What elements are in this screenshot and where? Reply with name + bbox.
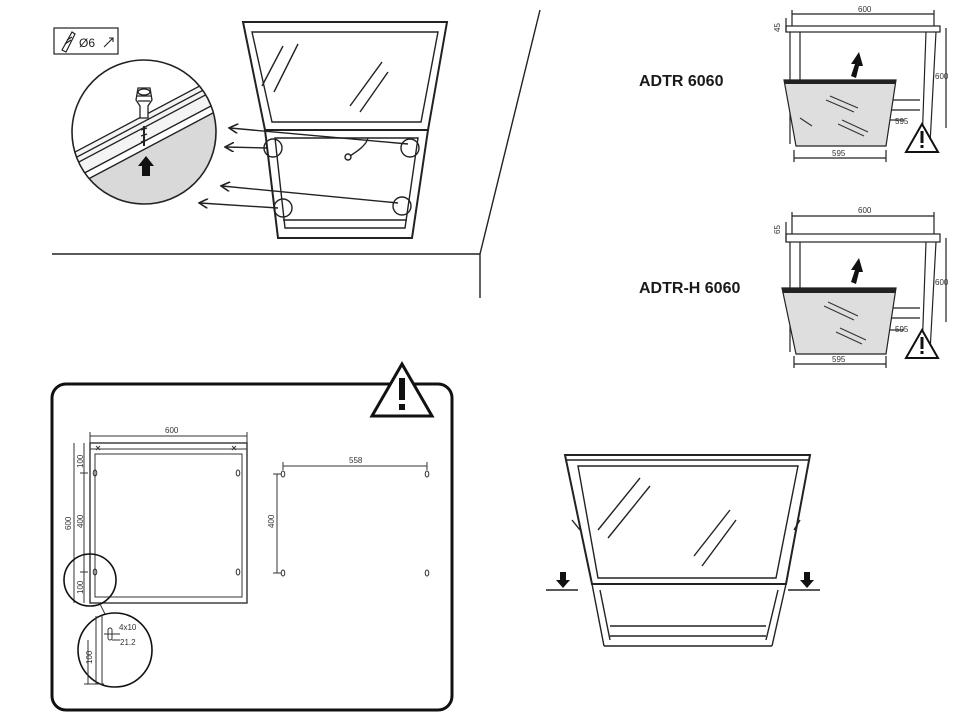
warning-icon (904, 327, 940, 359)
model-name: ADTR-H 6060 (639, 280, 740, 297)
model-adtr-6060: ADTR 6060 600 45 (639, 5, 949, 162)
arrow-up-right-icon (103, 37, 114, 48)
drill-bit-icon (61, 31, 76, 53)
pointer-arrow (222, 186, 399, 204)
drilling-template-panel: 600 600 100 400 100 558 400 4x10 21.2 10… (50, 360, 454, 712)
template-middle-span: 400 (76, 514, 85, 528)
detail-offset: 21.2 (120, 638, 136, 647)
drill-badge: Ø6 (53, 27, 119, 55)
dim-frame-height: 65 (773, 225, 782, 234)
model-adtr-h-6060: ADTR-H 6060 600 65 600 595 595 (639, 206, 949, 368)
hatch-frame (241, 21, 449, 239)
arrow-down-icon (800, 572, 814, 588)
dim-panel-side: 595 (895, 117, 909, 126)
detail-slot-size: 4x10 (119, 623, 137, 632)
dim-panel-side: 595 (895, 325, 909, 334)
fixing-point-circle (400, 138, 420, 158)
hole-spacing-x: 558 (349, 456, 363, 465)
arrow-up-icon (851, 258, 863, 284)
dim-panel-width: 595 (832, 355, 846, 364)
warning-icon (904, 121, 940, 153)
template-height: 600 (64, 516, 73, 530)
pointer-arrow (230, 128, 409, 145)
template-top-offset: 100 (76, 454, 85, 468)
pointer-arrow (226, 147, 269, 148)
template-bottom-offset: 100 (76, 580, 85, 594)
drill-diameter-label: Ø6 (79, 36, 95, 50)
model-name: ADTR 6060 (639, 73, 724, 90)
dim-width: 600 (858, 5, 872, 14)
detail-height: 100 (85, 650, 94, 664)
template-width: 600 (165, 426, 179, 435)
arrow-down-icon (556, 572, 570, 588)
hole-spacing-y: 400 (267, 514, 276, 528)
ceiling-install-view (52, 9, 541, 298)
dim-width: 600 (858, 206, 872, 215)
pointer-arrow (200, 203, 279, 209)
dim-frame-height: 45 (773, 23, 782, 32)
dim-panel-width: 595 (832, 149, 846, 158)
dim-height: 600 (935, 278, 949, 287)
dowel-detail-circle (71, 59, 217, 205)
wall-corner-line (479, 9, 541, 255)
fixing-point-circle (392, 196, 412, 216)
arrow-up-icon (851, 52, 863, 78)
installed-hatch-view (546, 454, 820, 647)
dim-height: 600 (935, 72, 949, 81)
arrow-up-icon (138, 156, 154, 176)
warning-icon (369, 360, 435, 418)
